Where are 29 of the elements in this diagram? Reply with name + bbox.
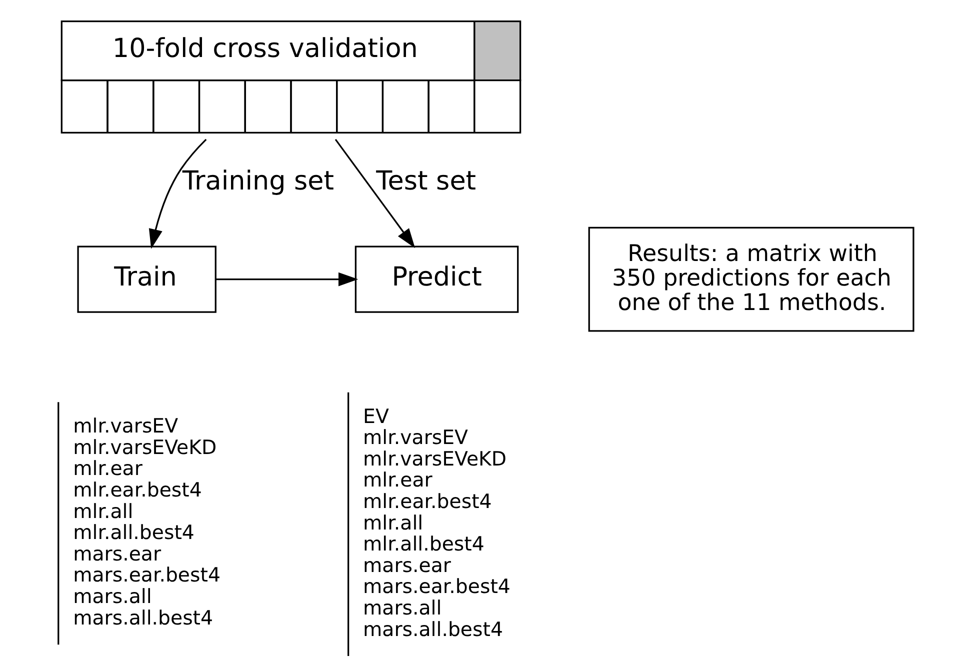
node-box: Results: a matrix with 350 predictions for each one of the 11 methods. — [588, 226, 914, 332]
node-label: mars.all — [72, 584, 152, 608]
edge-label: Training set — [182, 166, 334, 197]
node-label: EV — [362, 404, 388, 428]
node-label: mlr.varsEVeKD — [72, 436, 216, 459]
node-label: mlr.varsEVeKD — [362, 447, 506, 470]
node-label: mlr.varsEV — [362, 426, 468, 450]
node-label: mlr.ear.best4 — [362, 490, 492, 513]
node-label: mlr.all — [362, 511, 423, 534]
edge-label: Test set — [376, 166, 476, 197]
node-label: mars.ear — [362, 554, 450, 577]
node-label: mars.all.best4 — [72, 606, 213, 630]
node-label: mars.all — [362, 596, 442, 620]
node-label: mlr.ear.best4 — [72, 478, 202, 502]
arrow — [148, 138, 206, 249]
node-label: mlr.varsEV — [72, 414, 178, 438]
node-box: Train — [76, 246, 216, 313]
node-label: mars.ear — [72, 542, 161, 566]
node-label: mlr.ear — [72, 457, 142, 480]
arrow — [334, 138, 415, 248]
node-label: mlr.all.best4 — [362, 532, 484, 556]
node-label: mars.ear.best4 — [72, 564, 220, 587]
node-label: mlr.ear — [362, 468, 432, 492]
node-box: Predict — [354, 246, 518, 313]
node-label: mlr.all — [72, 500, 133, 523]
arrow — [215, 272, 358, 286]
node-label: mars.ear.best4 — [362, 575, 510, 598]
node-label: mars.all.best4 — [362, 618, 502, 641]
node-label: mlr.all.best4 — [72, 521, 194, 544]
